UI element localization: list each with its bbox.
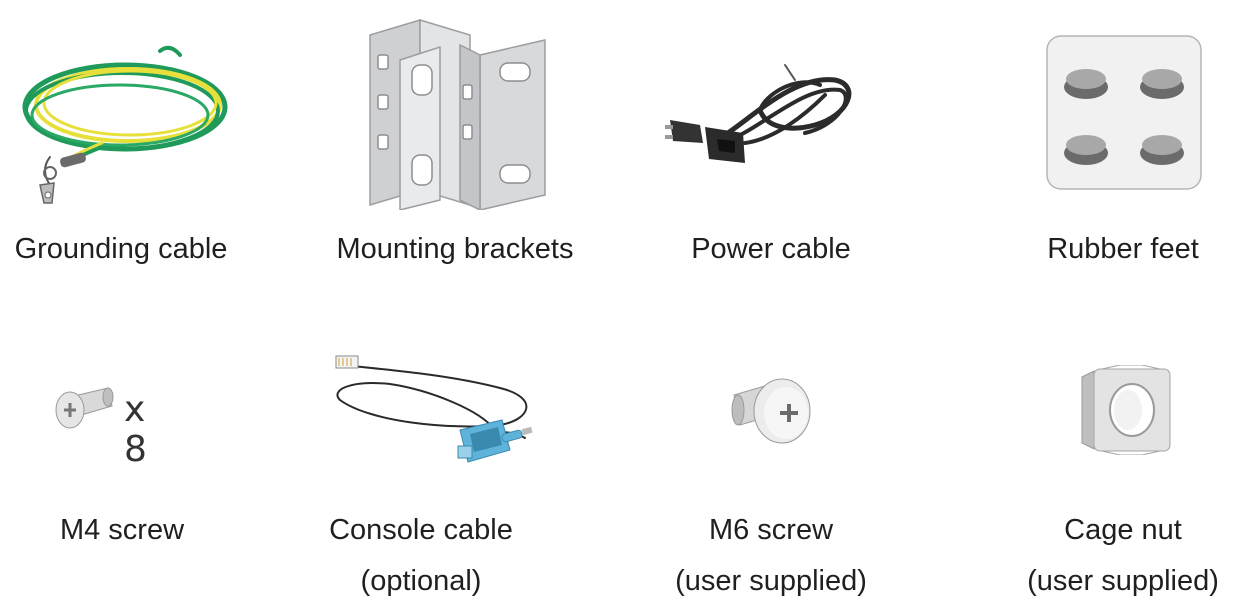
mounting-brackets-label: Mounting brackets bbox=[336, 233, 574, 265]
power-cable-label: Power cable bbox=[691, 233, 851, 265]
cage-nut-label: Cage nut bbox=[1064, 514, 1182, 546]
console-cable-label: Console cable bbox=[329, 514, 513, 546]
power-cable-image bbox=[665, 64, 852, 163]
mounting-brackets-image bbox=[369, 18, 546, 210]
m6-screw-image bbox=[731, 378, 811, 444]
m6-screw-label-line2: (user supplied) bbox=[675, 565, 867, 597]
m4-screw-image bbox=[55, 387, 114, 429]
m6-screw-label: M6 screw bbox=[708, 514, 834, 546]
console-cable-label-line2: (optional) bbox=[360, 565, 482, 597]
console-cable-image bbox=[335, 355, 533, 463]
m4-screw-quantity: x 8 bbox=[124, 389, 148, 470]
grounding-cable-image bbox=[22, 45, 228, 204]
grounding-cable-label: Grounding cable bbox=[14, 233, 228, 265]
m4-screw-label: M4 screw bbox=[59, 514, 185, 546]
cage-nut-image bbox=[1081, 365, 1171, 455]
rubber-feet-label: Rubber feet bbox=[1047, 233, 1199, 265]
cage-nut-label-line2: (user supplied) bbox=[1027, 565, 1219, 597]
rubber-feet-image bbox=[1046, 35, 1202, 190]
